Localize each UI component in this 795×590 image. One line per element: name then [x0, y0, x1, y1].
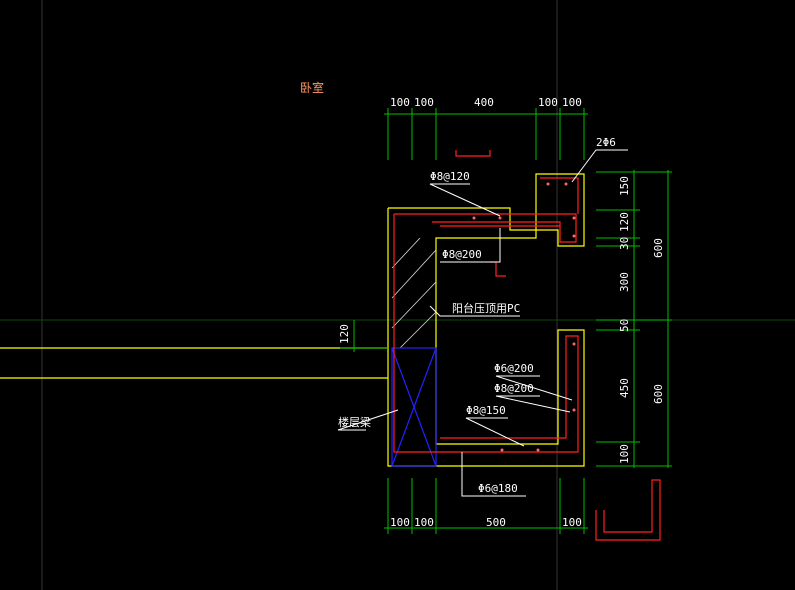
right-dim-600-top: 600: [652, 238, 665, 258]
top-dim-3: 400: [474, 96, 494, 109]
right-dim-450: 450: [618, 378, 631, 398]
note-top-bar: 2Φ6: [596, 136, 616, 149]
leader-lines: [337, 149, 628, 497]
bottom-dim-2: 100: [414, 516, 434, 529]
note-lower-side1: Φ6@200: [494, 362, 534, 375]
dimension-lines: [340, 108, 672, 534]
rebar-lines: [393, 150, 661, 541]
note-lower-slab: Φ8@150: [466, 404, 506, 417]
beam-box: [391, 347, 437, 467]
left-dim-120: 120: [338, 324, 351, 344]
top-dim-4: 100: [538, 96, 558, 109]
note-beam: 楼层梁: [338, 415, 371, 429]
right-dim-30: 30: [618, 237, 631, 250]
right-dim-600-bottom: 600: [652, 384, 665, 404]
top-dim-1: 100: [390, 96, 410, 109]
right-dim-100: 100: [618, 444, 631, 464]
bottom-dim-1: 100: [390, 516, 410, 529]
note-bottom-dist: Φ6@180: [478, 482, 518, 495]
rebar-dots: [472, 182, 576, 452]
right-dim-150: 150: [618, 176, 631, 196]
top-dim-2: 100: [414, 96, 434, 109]
room-label: 卧室: [300, 80, 324, 95]
bottom-dim-3: 500: [486, 516, 506, 529]
right-dim-300: 300: [618, 272, 631, 292]
note-lower-side2: Φ8@200: [494, 382, 534, 395]
note-upper-dist: Φ8@200: [442, 248, 482, 261]
right-dim-50: 50: [618, 319, 631, 332]
wall-outline: [0, 173, 585, 467]
bottom-dim-4: 100: [562, 516, 582, 529]
hatch-area: [391, 237, 437, 349]
note-upper-slab: Φ8@120: [430, 170, 470, 183]
right-dim-120: 120: [618, 212, 631, 232]
top-dim-5: 100: [562, 96, 582, 109]
note-pc: 阳台压顶用PC: [452, 301, 520, 315]
